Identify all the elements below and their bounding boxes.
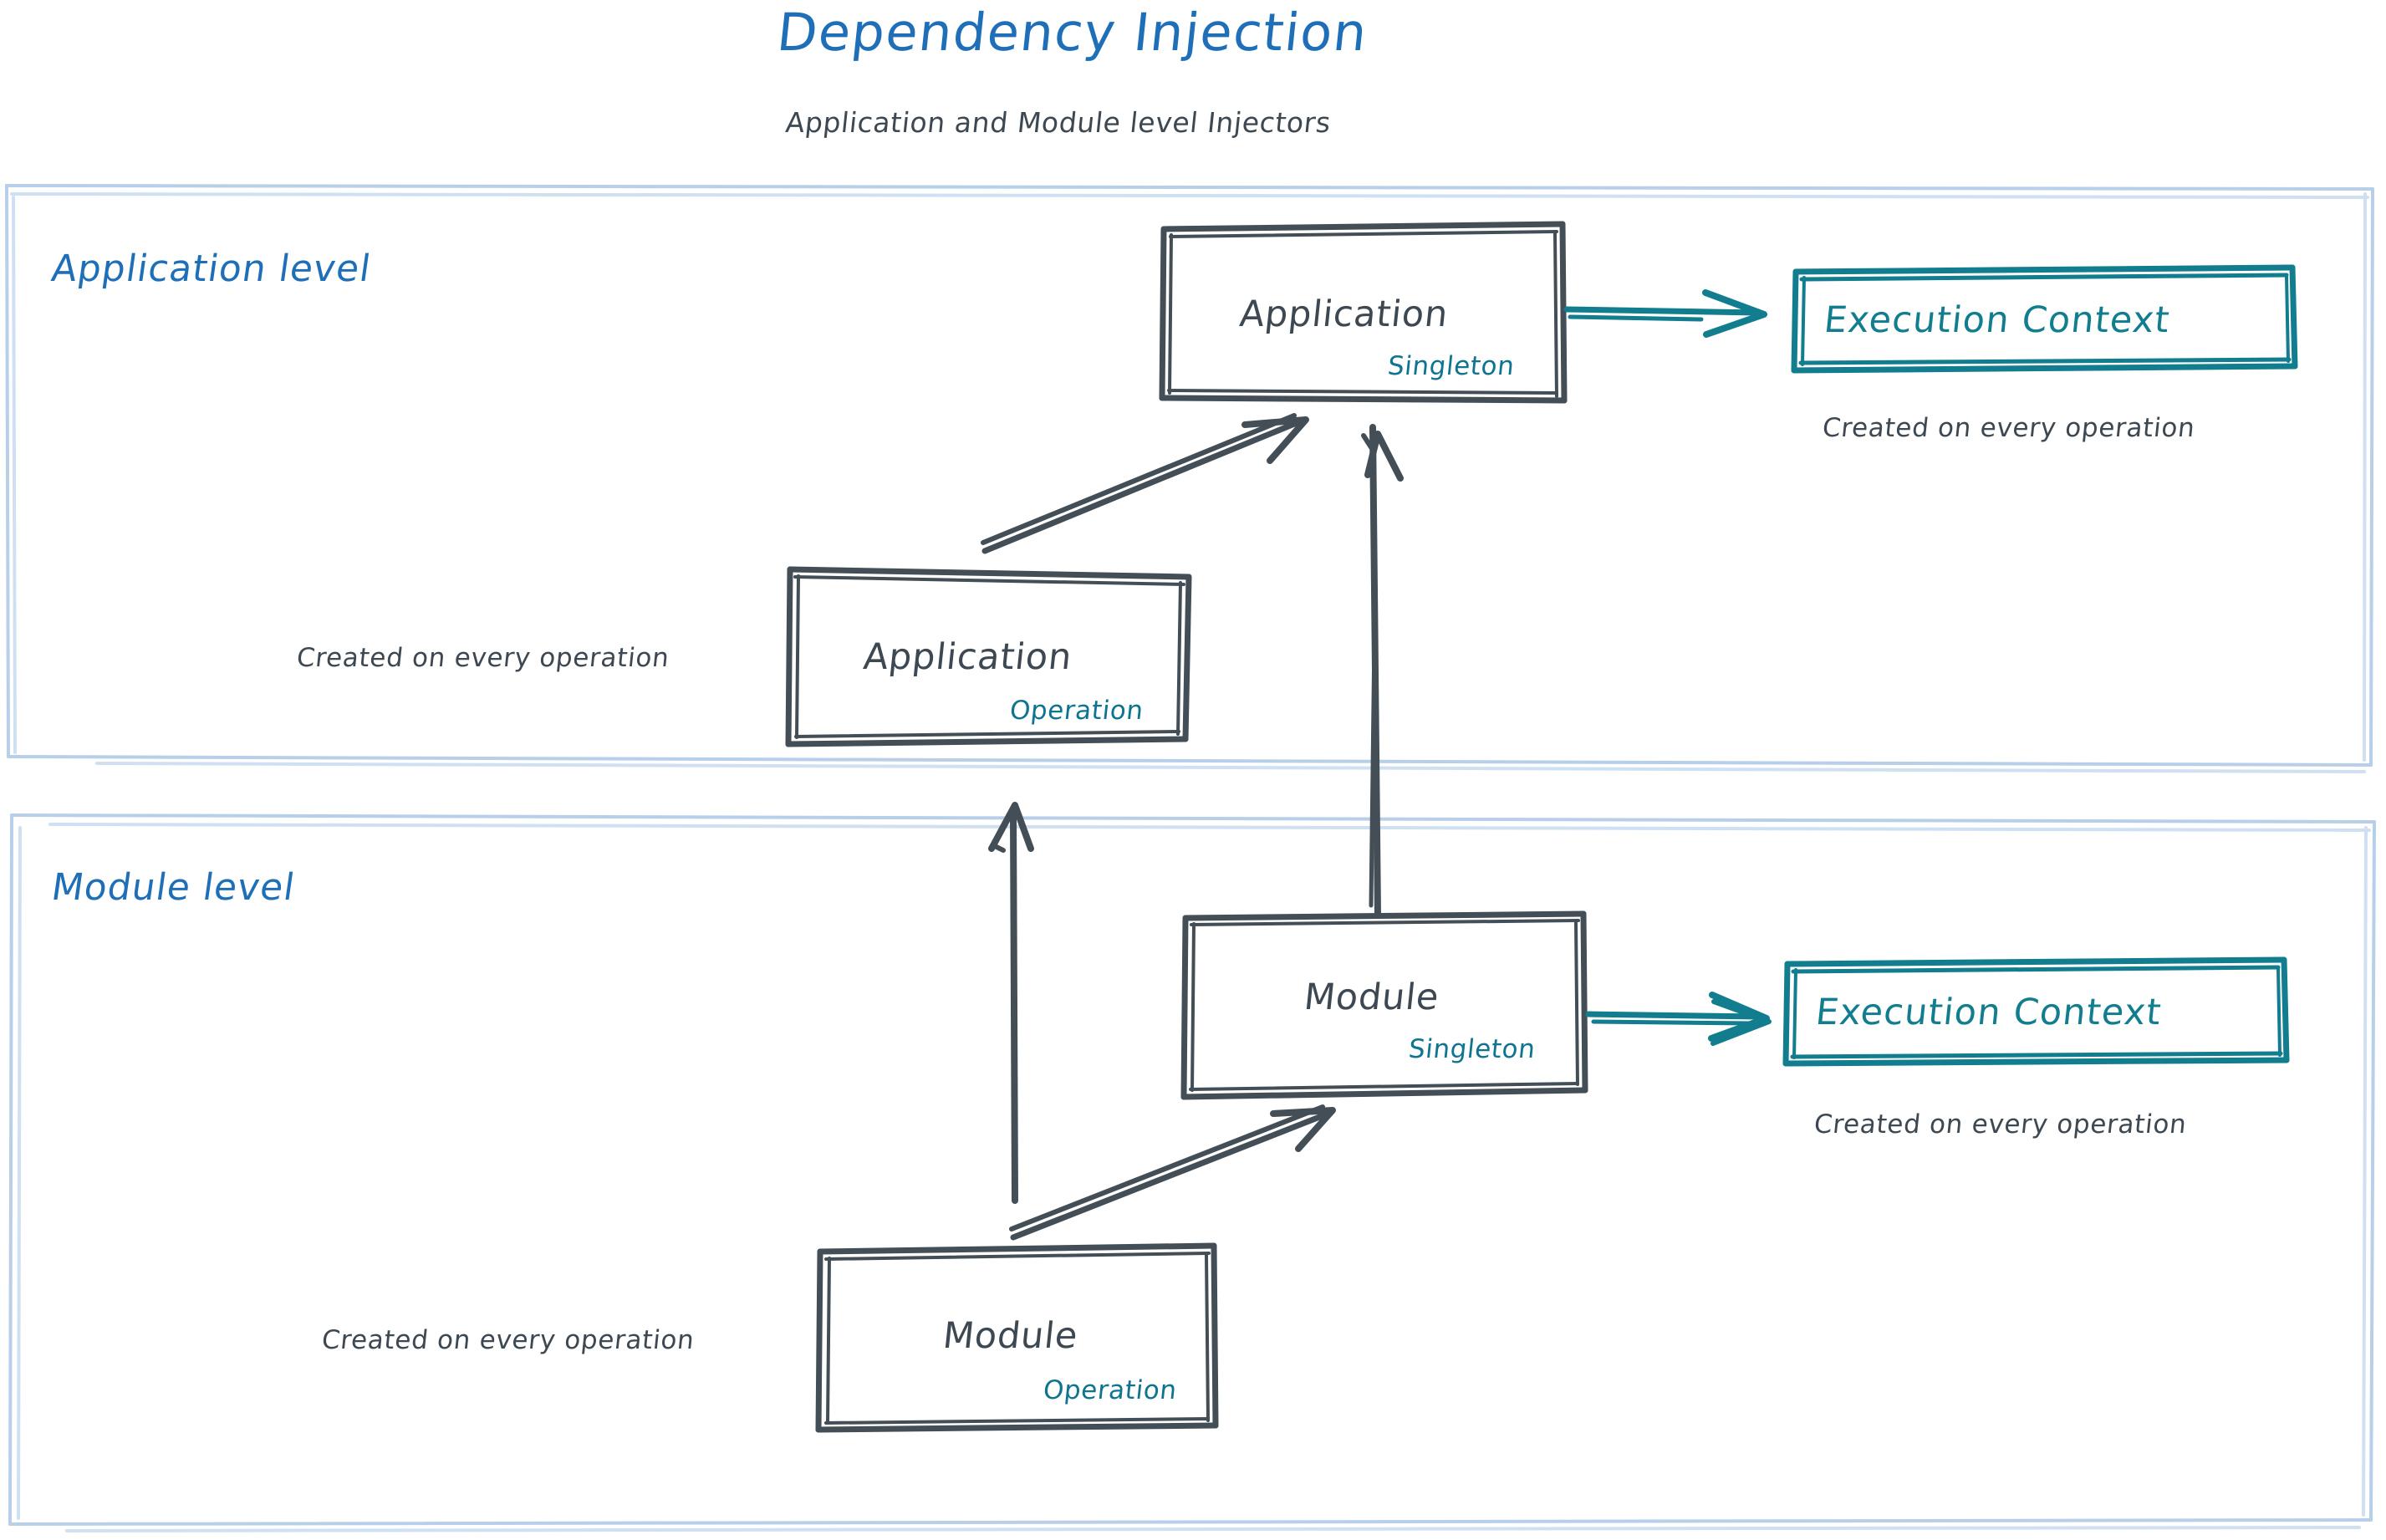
node-label-execution-context-module: Execution Context bbox=[1813, 992, 2164, 1033]
edge-module-singleton-to-exec-context bbox=[1585, 992, 1772, 1046]
edge-module-singleton-to-app-singleton bbox=[1361, 424, 1404, 919]
node-label-module-singleton: Module bbox=[1302, 977, 1441, 1018]
node-label-application-operation: Application bbox=[861, 636, 1074, 678]
caption-module-operation-note: Created on every operation bbox=[320, 1325, 696, 1355]
panel-module-level-frame bbox=[8, 813, 2376, 1532]
node-scope-module-singleton: Singleton bbox=[1407, 1034, 1537, 1064]
node-label-module-operation: Module bbox=[941, 1315, 1080, 1357]
node-scope-application-singleton: Singleton bbox=[1386, 351, 1517, 381]
caption-app-context-note: Created on every operation bbox=[1821, 413, 2197, 443]
edge-app-singleton-to-exec-context bbox=[1563, 289, 1767, 338]
node-scope-application-operation: Operation bbox=[1008, 696, 1145, 726]
node-label-execution-context-app: Execution Context bbox=[1822, 299, 2173, 341]
page-title: Dependency Injection bbox=[774, 2, 1371, 63]
panel-title-application-level: Application level bbox=[48, 247, 375, 290]
edge-app-operation-to-app-singleton bbox=[981, 413, 1309, 554]
edge-module-operation-to-app-operation bbox=[988, 802, 1034, 1204]
caption-module-context-note: Created on every operation bbox=[1812, 1109, 2189, 1140]
page-subtitle: Application and Module level Injectors bbox=[783, 106, 1333, 139]
node-label-application-singleton: Application bbox=[1237, 293, 1450, 335]
panel-title-module-level: Module level bbox=[48, 866, 298, 909]
caption-app-operation-note: Created on every operation bbox=[295, 643, 671, 673]
node-scope-module-operation: Operation bbox=[1042, 1375, 1179, 1405]
edge-module-operation-to-module-singleton bbox=[1009, 1104, 1336, 1241]
